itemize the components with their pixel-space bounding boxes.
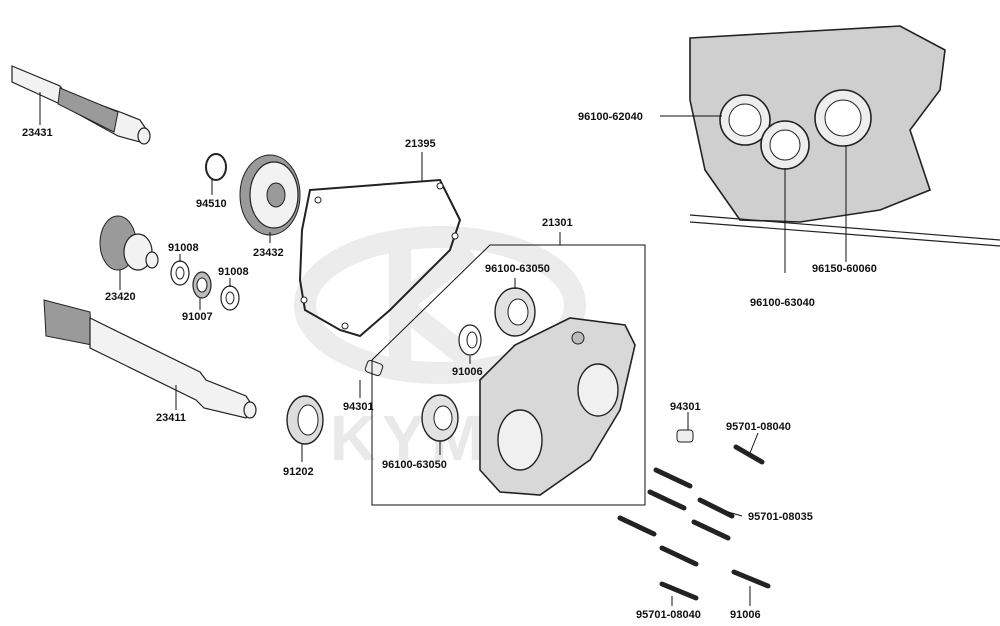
- assembly-box: [371, 244, 646, 506]
- label-91007: 91007: [182, 311, 213, 323]
- label-91008: 91008: [168, 242, 199, 254]
- label-23432: 23432: [253, 247, 284, 259]
- label-91202: 91202: [283, 466, 314, 478]
- part-crankcase-icon: [689, 25, 1000, 247]
- label-95701-08040: 95701-08040: [636, 609, 701, 621]
- part-gear-small-icon: [99, 215, 159, 271]
- label-23411: 23411: [156, 412, 186, 424]
- part-gasket-icon: [298, 178, 462, 338]
- label-96100-63050: 96100-63050: [485, 263, 550, 275]
- leader-lines: [39, 92, 847, 606]
- part-dowel-pin-icon: [676, 429, 694, 443]
- label-96100-62040: 96100-62040: [578, 111, 643, 123]
- part-bushing-icon: [458, 324, 482, 356]
- label-23420: 23420: [105, 291, 136, 303]
- part-bearing-icon: [421, 394, 459, 442]
- label-96100-63050: 96100-63050: [382, 459, 447, 471]
- part-drive-shaft-icon: [43, 299, 257, 419]
- label-94510: 94510: [196, 198, 227, 210]
- part-washer-icon: [170, 260, 190, 286]
- label-91008: 91008: [218, 266, 249, 278]
- part-main-shaft-icon: [11, 65, 151, 145]
- label-96100-63040: 96100-63040: [750, 297, 815, 309]
- label-95701-08035: 95701-08035: [748, 511, 813, 523]
- label-91006: 91006: [730, 609, 761, 621]
- part-oil-seal-icon: [286, 395, 324, 445]
- part-bolt-icon: [617, 444, 771, 601]
- part-needle-bearing-icon: [192, 271, 212, 299]
- part-gear-large-icon: [239, 154, 301, 236]
- part-circlip-icon: [205, 153, 227, 181]
- label-23431: 23431: [22, 127, 53, 139]
- part-washer-icon: [220, 285, 240, 311]
- label-21395: 21395: [405, 138, 436, 150]
- label-95701-08040: 95701-08040: [726, 421, 791, 433]
- label-91006: 91006: [452, 366, 483, 378]
- label-96150-60060: 96150-60060: [812, 263, 877, 275]
- label-94301: 94301: [343, 401, 374, 413]
- part-bearing-icon: [494, 287, 536, 337]
- label-21301: 21301: [542, 217, 573, 229]
- label-94301: 94301: [670, 401, 701, 413]
- part-transmission-cover-icon: [479, 317, 636, 496]
